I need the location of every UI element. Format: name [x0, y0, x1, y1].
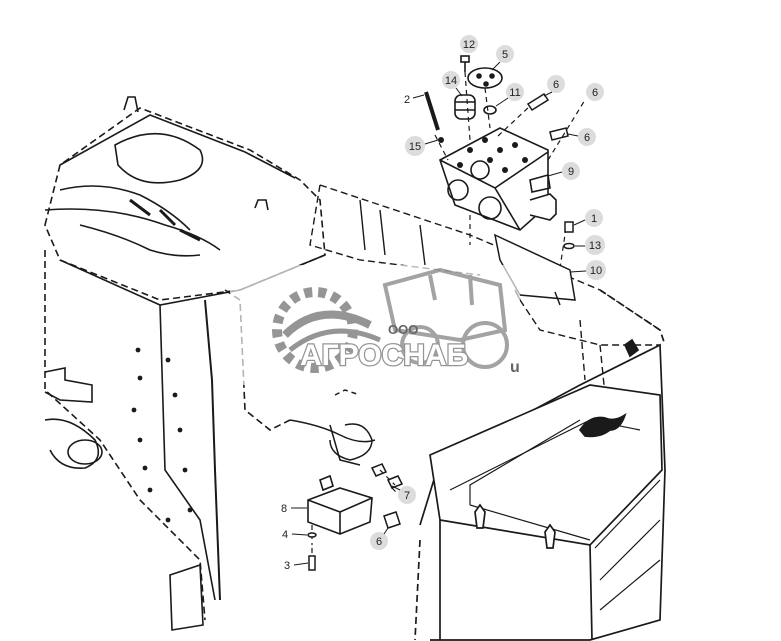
watermark-brand-text: АГРОСНАБ [300, 339, 468, 372]
callout: 2 [404, 94, 425, 106]
bolt-washer [563, 221, 575, 250]
svg-text:11: 11 [509, 87, 520, 99]
svg-text:6: 6 [376, 536, 382, 548]
svg-text:13: 13 [589, 240, 601, 252]
callout: 6 [543, 75, 565, 97]
callout: 13 [575, 235, 605, 255]
svg-text:5: 5 [502, 49, 508, 61]
svg-text:8: 8 [281, 503, 287, 515]
svg-text:1: 1 [591, 213, 597, 225]
callout: 5 [491, 45, 514, 71]
callout: 6 [567, 128, 596, 146]
cover-plate [467, 67, 503, 89]
callout: 11 [495, 83, 524, 107]
watermark: ООО АГРОСНАБ u [230, 265, 520, 385]
spool [454, 94, 476, 120]
callouts: 12 5 14 2 11 6 6 6 [281, 35, 606, 572]
callout: 6 [370, 527, 389, 550]
svg-text:9: 9 [568, 166, 574, 178]
callout: 3 [284, 560, 309, 572]
svg-text:14: 14 [445, 75, 457, 87]
svg-text:10: 10 [590, 265, 602, 277]
watermark-suffix-text: u [510, 359, 520, 376]
callout: 14 [442, 71, 463, 97]
callout: 8 [281, 503, 307, 515]
svg-text:15: 15 [409, 141, 421, 153]
svg-text:6: 6 [553, 79, 559, 91]
controller-module [307, 474, 373, 535]
fittings [526, 92, 569, 141]
o-ring [483, 105, 497, 115]
svg-text:12: 12 [463, 39, 475, 51]
machine-frame [44, 96, 326, 631]
svg-text:6: 6 [584, 132, 590, 144]
washer-bolt [307, 532, 317, 571]
connectors [370, 463, 404, 529]
screw [460, 55, 470, 72]
watermark-small-text: ООО [388, 322, 418, 337]
svg-text:2: 2 [404, 94, 410, 106]
battery-box [414, 289, 666, 641]
gear-icon [272, 287, 382, 373]
callout: 4 [282, 529, 308, 541]
callout: 10 [569, 260, 606, 280]
svg-text:4: 4 [282, 529, 288, 541]
callout: 1 [573, 209, 603, 227]
svg-text:6: 6 [592, 87, 598, 99]
lower-harness [289, 389, 376, 466]
valve-block [439, 127, 557, 231]
svg-text:7: 7 [404, 490, 410, 502]
callout: 6 [586, 83, 604, 101]
svg-text:3: 3 [284, 560, 290, 572]
callout: 7 [391, 485, 416, 504]
callout: 15 [405, 136, 444, 156]
tractor-icon [382, 267, 509, 369]
callout: 12 [460, 35, 478, 53]
callout: 9 [547, 162, 580, 180]
pin [424, 91, 440, 131]
